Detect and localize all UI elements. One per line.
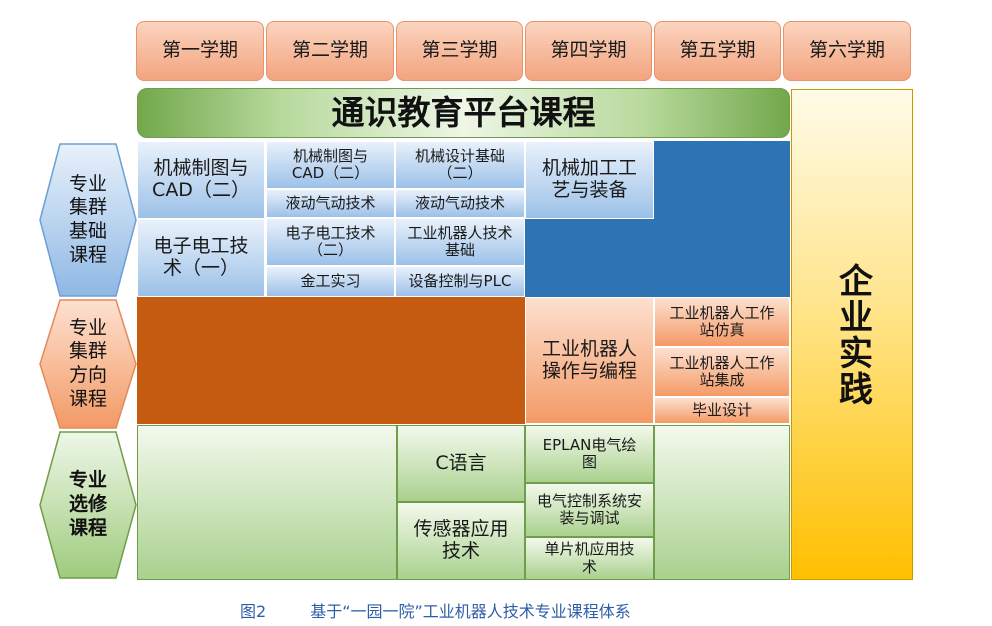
foundation-empty-block-sem4: [525, 219, 654, 297]
figure-number: 图2: [240, 602, 267, 621]
semester-header-4: 第四学期: [525, 21, 652, 81]
course-graduation: 毕业设计: [654, 397, 790, 424]
figure-title: 基于“一园一院”工业机器人技术专业课程体系: [310, 602, 631, 621]
enterprise-practice-column: 企业实践: [791, 89, 913, 580]
row-label-elective: 专业选修课程: [68, 469, 107, 539]
row-label-hexagons: [39, 143, 137, 579]
course-eplan: EPLAN电气绘图: [525, 425, 654, 483]
course-hydraulic-2: 液动气动技术: [395, 189, 525, 218]
hexagon-direction: [39, 299, 137, 429]
general-platform-bar: 通识教育平台课程: [137, 88, 790, 138]
course-plc: 设备控制与PLC: [395, 266, 525, 297]
course-electronics-2: 电子电工技术（二）: [266, 218, 395, 266]
course-metal-practice: 金工实习: [266, 266, 395, 297]
course-station-sim: 工业机器人工作站仿真: [654, 297, 790, 347]
direction-empty-block: [137, 297, 525, 424]
hexagon-elective: [39, 431, 137, 579]
semester-header-1: 第一学期: [136, 21, 264, 81]
course-mcu: 单片机应用技术: [525, 537, 654, 580]
row-label-direction: 专业集群方向课程: [68, 316, 107, 410]
semester-header-3: 第三学期: [396, 21, 523, 81]
course-robot-operation: 工业机器人操作与编程: [525, 297, 654, 424]
semester-header-5: 第五学期: [654, 21, 781, 81]
course-mech-processing: 机械加工工艺与装备: [525, 141, 654, 219]
course-c-language: C语言: [397, 425, 525, 502]
course-mech-design: 机械设计基础（二）: [395, 141, 525, 189]
course-robot-basics: 工业机器人技术基础: [395, 218, 525, 266]
course-electrical-install: 电气控制系统安装与调试: [525, 483, 654, 537]
elective-empty-block-left: [137, 425, 397, 580]
semester-header-2: 第二学期: [266, 21, 394, 81]
course-sensor: 传感器应用技术: [397, 502, 525, 580]
semester-header-6: 第六学期: [783, 21, 911, 81]
elective-empty-block-right: [654, 425, 790, 580]
course-electronics-1: 电子电工技术（一）: [137, 219, 265, 297]
enterprise-practice-label: 企业实践: [832, 262, 873, 407]
course-station-integration: 工业机器人工作站集成: [654, 347, 790, 397]
course-hydraulic-1: 液动气动技术: [266, 189, 395, 218]
course-mech-drawing-2: 机械制图与CAD（二）: [266, 141, 395, 189]
hexagon-foundation: [39, 143, 137, 297]
row-label-foundation: 专业集群基础课程: [68, 172, 107, 266]
foundation-empty-block-sem5: [654, 141, 790, 297]
figure-caption: 图2 基于“一园一院”工业机器人技术专业课程体系: [240, 598, 800, 622]
course-mech-drawing-1: 机械制图与CAD（二）: [137, 141, 265, 219]
